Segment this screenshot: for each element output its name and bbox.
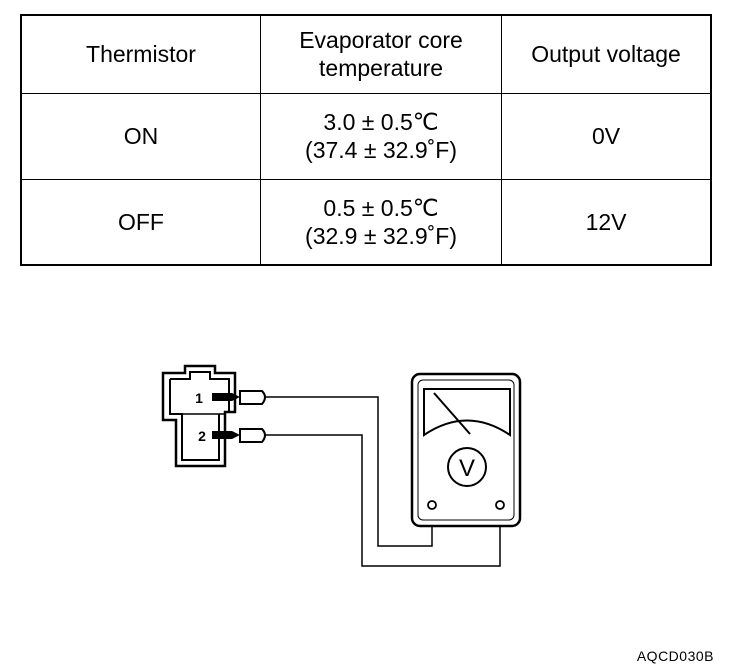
probe-pin-1 xyxy=(212,390,266,405)
voltmeter xyxy=(410,372,522,528)
terminal-left xyxy=(427,500,437,510)
connector xyxy=(161,364,237,468)
temperature-cell: 3.0 ± 0.5℃ (37.4 ± 32.9˚F) xyxy=(259,92,503,180)
wire-pin-1 xyxy=(266,396,433,547)
thermistor-spec-table: Thermistor Evaporator core temperature O… xyxy=(20,14,712,266)
table-header-row: Thermistor Evaporator core temperature O… xyxy=(20,14,712,94)
meter-scale-face xyxy=(423,388,511,437)
thermistor-state-on: ON xyxy=(20,92,261,180)
table-row: ON 3.0 ± 0.5℃ (37.4 ± 32.9˚F) 0V xyxy=(20,92,712,180)
temperature-fahrenheit: (32.9 ± 32.9˚F) xyxy=(305,222,457,249)
temperature-cell: 0.5 ± 0.5℃ (32.9 ± 32.9˚F) xyxy=(259,178,503,266)
voltage-symbol-circle xyxy=(447,447,487,487)
wire-pin-2 xyxy=(266,434,501,567)
header-output-voltage: Output voltage xyxy=(501,14,712,94)
thermistor-state-off: OFF xyxy=(20,178,261,266)
probe-pin-2 xyxy=(212,428,266,443)
temperature-fahrenheit: (37.4 ± 32.9˚F) xyxy=(305,137,457,163)
header-temperature-line1: Evaporator core xyxy=(299,27,463,54)
table-row: OFF 0.5 ± 0.5℃ (32.9 ± 32.9˚F) 12V xyxy=(20,178,712,266)
meter-needle xyxy=(433,392,471,435)
pin-2-label: 2 xyxy=(198,428,206,444)
output-voltage-cell: 12V xyxy=(501,178,712,266)
header-temperature-line2: temperature xyxy=(319,55,444,82)
temperature-celsius: 0.5 ± 0.5℃ xyxy=(323,194,439,221)
terminal-right xyxy=(495,500,505,510)
temperature-celsius: 3.0 ± 0.5℃ xyxy=(323,109,439,135)
figure-code: AQCD030B xyxy=(636,648,714,664)
header-evaporator-temperature: Evaporator core temperature xyxy=(259,14,503,94)
pin-1-label: 1 xyxy=(195,390,203,406)
meter-v-symbol: V xyxy=(459,455,475,482)
